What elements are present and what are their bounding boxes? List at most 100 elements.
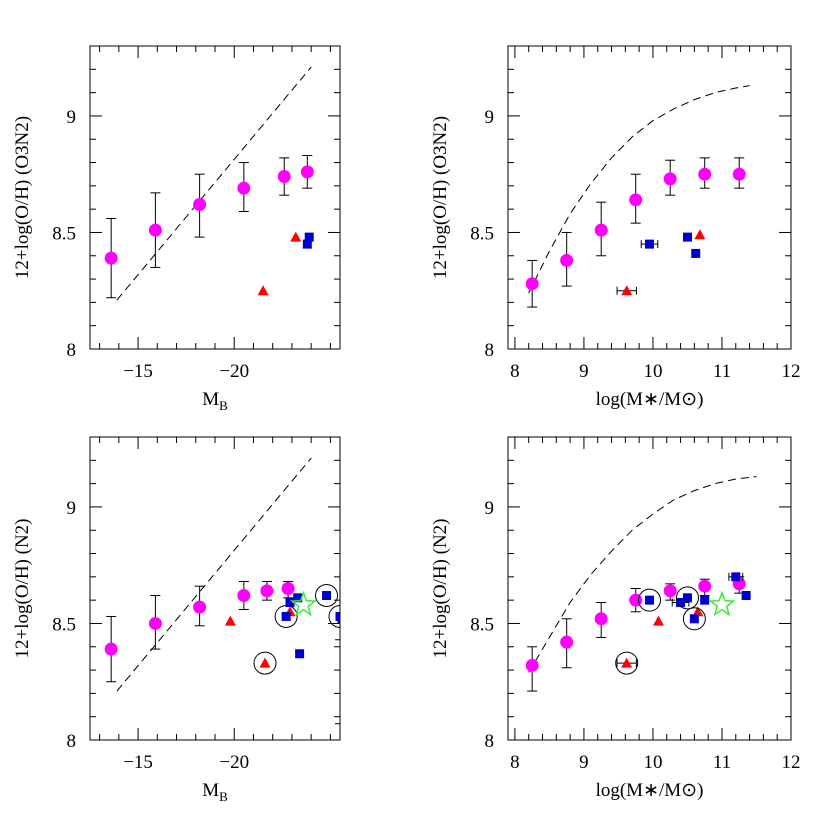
circle-point [732,167,746,181]
y-axis-label: 12+log(O/H) (O3N2) [430,116,451,279]
star-series [289,590,317,617]
triangle-point [259,657,271,668]
ticks [90,436,340,741]
circle-point [193,197,207,211]
square-point [304,232,314,242]
y-tick-label: 8.5 [52,614,76,635]
triangle-point [290,231,302,242]
square-point [295,649,305,659]
circle-point [629,593,643,607]
square-point [281,611,291,621]
x-tick-label: 11 [713,361,731,382]
circle-point [148,223,162,237]
square-point [645,595,654,605]
ticks [508,45,792,350]
triangle-point [621,657,633,668]
x-tick-label: 10 [643,752,662,773]
square-point [700,595,710,605]
reference-curve [116,66,312,301]
circle-point [193,600,207,614]
circle-point [260,584,274,598]
square-point [741,590,751,600]
square-point [339,572,340,582]
y-axis-label: 12+log(O/H) (O3N2) [12,116,33,279]
triangle-point [621,285,633,296]
square-point [691,248,701,258]
square-point [362,249,371,258]
circle-point [104,642,118,656]
highlight-ring [253,651,277,675]
x-tick-label: 9 [579,361,589,382]
square-point [293,593,303,603]
y-tick-label: 8 [485,731,495,752]
triangle-point [652,615,664,626]
x-tick-label: 8 [510,361,520,382]
error-bar [362,270,372,335]
square-point [645,239,654,249]
triangle-point [257,285,269,296]
square-point [676,597,686,607]
circle-point [629,193,643,207]
circle-point [277,170,291,184]
x-tick-label: 9 [579,752,589,773]
circle-series [525,576,746,692]
circle-series [104,155,314,299]
square-point [682,593,692,603]
circle-point [594,223,608,237]
reference-curve [528,85,750,294]
square-point [337,614,340,624]
triangle-point [692,606,704,617]
reference-curve [528,476,757,673]
square-point [689,614,699,624]
highlight-ring [315,583,339,607]
y-tick-label: 9 [485,107,495,128]
circle-point [104,251,118,265]
x-tick-label: 10 [643,361,662,382]
star-series [708,590,736,617]
circle-point [281,582,295,595]
y-tick-label: 8.5 [52,223,76,244]
highlight-ring [675,586,699,610]
y-tick-label: 8 [485,340,495,361]
circle-point [663,172,677,186]
triangle-series [616,229,706,296]
axes-frame [89,45,341,350]
x-tick-label: −15 [123,361,153,382]
square-series [302,232,372,335]
axes-frame [507,436,792,741]
circle-series [104,581,295,683]
x-axis-label: MB [202,389,228,413]
triangle-point [694,229,706,240]
triangle-series [257,231,302,296]
triangle-series [615,606,704,675]
y-tick-label: 9 [485,498,495,519]
circle-point [663,584,677,598]
y-tick-label: 9 [67,498,77,519]
circle-point [237,588,251,602]
circle-point [560,635,574,649]
y-axis-label: 12+log(O/H) (N2) [12,519,33,659]
square-point [322,590,332,600]
circle-point [698,579,712,593]
circle-point [560,253,574,267]
ticks [508,436,792,741]
square-point [682,232,692,242]
y-tick-label: 8 [67,340,77,361]
x-tick-label: 12 [782,752,801,773]
error-bar [335,639,340,725]
x-axis-label: log(M∗/M⊙) [596,389,704,410]
x-axis-label: MB [202,780,228,804]
y-tick-label: 8.5 [470,223,494,244]
triangle-point [224,615,236,626]
square-point [349,233,358,242]
highlight-ring [328,604,340,628]
x-axis-label-sub: B [219,398,228,413]
reference-curve [116,457,312,692]
y-axis-label: 12+log(O/H) (N2) [430,519,451,659]
y-tick-label: 8 [67,731,77,752]
x-tick-label: 11 [713,752,731,773]
